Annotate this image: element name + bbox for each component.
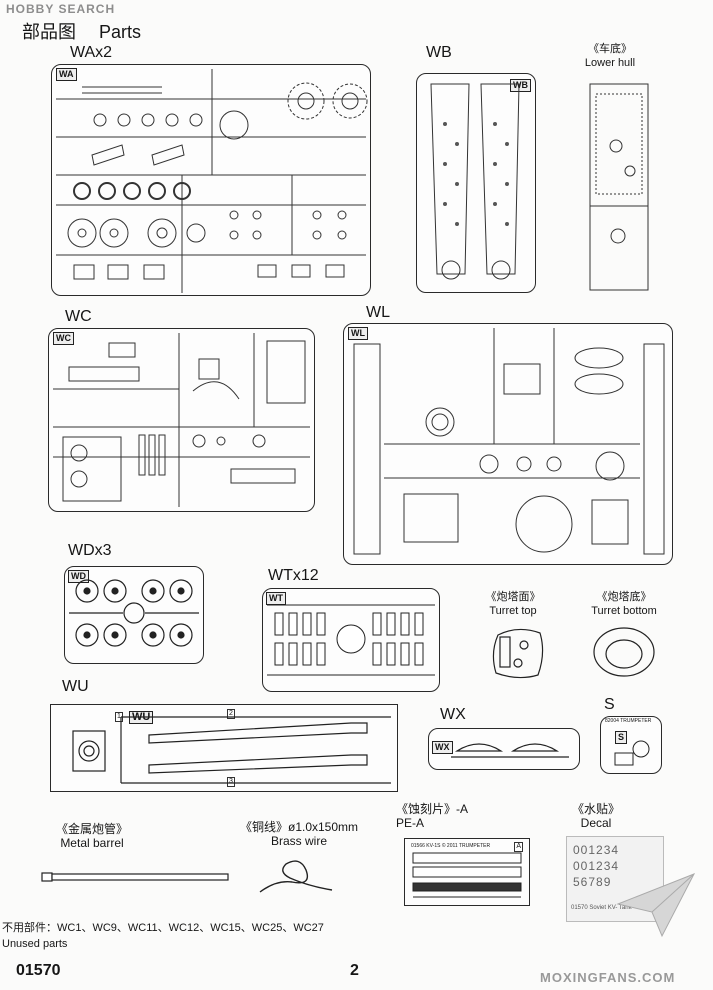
part-number-2: 2: [227, 709, 235, 719]
sprue-wl-drawing: [353, 328, 665, 555]
sprue-wd-drawing: [69, 579, 199, 647]
turret-top-label-cn: 《炮塔面》: [485, 591, 541, 603]
pe-fret: 01566 KV-1S © 2011 TRUMPETER A: [404, 838, 530, 906]
brass-wire-label: 《铜线》ø1.0x150mm Brass wire: [234, 820, 364, 848]
sprue-wd-label: WDx3: [68, 542, 112, 559]
hobbysearch-logo: HOBBY SEARCH: [6, 2, 116, 16]
sprue-wb-tag: WB: [510, 79, 531, 92]
turret-bottom-label-en: Turret bottom: [591, 605, 657, 617]
sprue-wc-tag: WC: [53, 332, 74, 345]
moxingfans-watermark: MOXINGFANS.COM: [540, 970, 676, 985]
turret-bottom-label: 《炮塔底》 Turret bottom: [588, 590, 660, 618]
sprue-wc-drawing: [53, 333, 310, 507]
decal-row-1: 001234: [573, 843, 620, 857]
sprue-wl: WL: [343, 323, 673, 565]
pe-label-en: PE-A: [396, 816, 425, 830]
sprue-wc-label: WC: [65, 308, 92, 325]
turret-top-label: 《炮塔面》 Turret top: [478, 590, 548, 618]
metal-barrel-label-en: Metal barrel: [60, 836, 124, 850]
sprue-wd-tag: WD: [68, 570, 89, 583]
turret-bottom-label-cn: 《炮塔底》: [596, 591, 652, 603]
lower-hull-label-en: Lower hull: [584, 57, 636, 69]
decal-label-en: Decal: [580, 816, 612, 830]
sprue-s-tag: S: [615, 731, 628, 744]
sprue-wa-tag: WA: [56, 68, 77, 81]
unused-parts-list: 不用部件：WC1、WC9、WC11、WC12、WC15、WC25、WC27: [2, 922, 324, 934]
sprue-wb: WB: [416, 73, 536, 293]
paper-plane-icon: [616, 873, 696, 938]
sprue-wx-label: WX: [440, 706, 466, 723]
sprue-wl-label: WL: [366, 304, 390, 321]
pe-header: 01566 KV-1S © 2011 TRUMPETER: [411, 843, 491, 849]
decal-label-cn: 《水贴》: [571, 802, 620, 816]
sprue-wb-label: WB: [426, 44, 452, 61]
lower-hull-part: [588, 76, 650, 294]
decal-row-3: 56789: [573, 875, 612, 889]
decal-caption: 01570 Soviet KV- Tank: [571, 905, 632, 911]
sprue-s: 82004 TRUMPETER S: [600, 716, 662, 774]
decal-row-2: 001234: [573, 859, 620, 873]
sprue-s-header: 82004 TRUMPETER: [605, 718, 652, 724]
page-title: 部品图 Parts: [22, 18, 141, 44]
turret-top-label-en: Turret top: [489, 605, 537, 617]
lower-hull-label-cn: 《车底》: [588, 43, 632, 55]
product-code: 01570: [16, 962, 61, 979]
sprue-wt-drawing: [267, 604, 435, 676]
brass-wire-label-cn: 《铜线》ø1.0x150mm: [239, 820, 359, 834]
metal-barrel-part: [40, 870, 232, 884]
turret-bottom-part: [590, 624, 658, 682]
turret-top-drawing: [492, 628, 544, 679]
sprue-wt: WT: [262, 588, 440, 692]
pe-drawing: [412, 852, 522, 898]
sprue-wx-drawing: [451, 743, 569, 758]
sprue-wx-tag: WX: [432, 741, 453, 754]
unused-parts: 不用部件：WC1、WC9、WC11、WC12、WC15、WC25、WC27 Un…: [2, 920, 324, 952]
sprue-s-label: S: [604, 696, 615, 713]
metal-barrel-label-cn: 《金属炮管》: [55, 822, 128, 836]
brass-wire-part: [256, 852, 336, 896]
sprue-wu-drawing: [72, 716, 391, 784]
sprue-wb-drawing: [430, 83, 520, 280]
sprue-wu: WU 1 2 3: [50, 704, 398, 792]
pe-label-cn: 《蚀刻片》-A: [396, 802, 469, 816]
pe-tag: A: [514, 842, 523, 852]
paper-plane-watermark: [616, 870, 696, 940]
sprue-wl-tag: WL: [348, 327, 368, 340]
lower-hull-drawing: [589, 83, 649, 291]
decal-label: 《水贴》 Decal: [566, 802, 626, 830]
sprue-wt-label: WTx12: [268, 567, 319, 584]
page-title-en: Parts: [99, 22, 142, 42]
lower-hull-label: 《车底》 Lower hull: [570, 42, 650, 70]
sprue-wc: WC: [48, 328, 315, 512]
sprue-wt-tag: WT: [266, 592, 286, 605]
metal-barrel-drawing: [41, 872, 229, 882]
turret-top-part: [488, 623, 548, 683]
sprue-wa-drawing: [56, 69, 368, 293]
sprue-wx: WX: [428, 728, 580, 770]
hobbysearch-watermark: HOBBY SEARCH: [6, 2, 115, 16]
sprue-wa: WA: [51, 64, 371, 296]
page-title-cn: 部品图: [22, 22, 76, 42]
turret-bottom-drawing: [593, 627, 655, 677]
sprue-wa-label: WAx2: [70, 44, 113, 61]
pe-label: 《蚀刻片》-A PE-A: [396, 802, 486, 830]
sprue-s-drawing: [614, 740, 650, 766]
part-number-3: 3: [227, 777, 235, 787]
page-number: 2: [350, 962, 359, 979]
sprue-wu-label: WU: [62, 678, 89, 695]
unused-parts-label: Unused parts: [2, 938, 68, 950]
sprue-wd: WD: [64, 566, 204, 664]
brass-wire-drawing: [259, 860, 333, 893]
brass-wire-label-en: Brass wire: [270, 834, 327, 848]
metal-barrel-label: 《金属炮管》 Metal barrel: [52, 822, 132, 850]
